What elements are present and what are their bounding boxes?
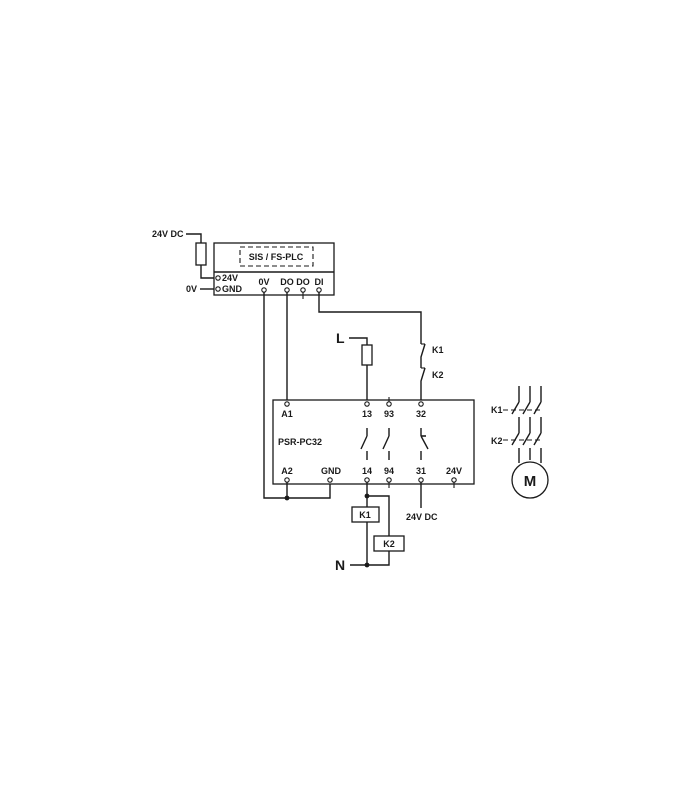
junction-n xyxy=(364,562,370,568)
relay-a1-terminal xyxy=(284,401,290,407)
relay-a1-label: A1 xyxy=(281,409,293,419)
relay-24vdc-out-label: 24V DC xyxy=(406,512,438,522)
line-l-label: L xyxy=(336,330,345,346)
feedback-contact-k2: K2 xyxy=(420,366,444,402)
plc-title: SIS / FS-PLC xyxy=(249,252,304,262)
relay-gnd-label: GND xyxy=(321,466,342,476)
psr-relay-module: PSR-PC32 A1 13 93 32 A2 GND 14 94 31 24V xyxy=(272,397,475,488)
plc-0v-terminal xyxy=(261,287,267,293)
plc-do1-terminal xyxy=(284,287,290,293)
supply-0v-group: 0V xyxy=(186,284,216,294)
relay-model-label: PSR-PC32 xyxy=(278,437,322,447)
contact-13-14 xyxy=(360,428,368,460)
coil-k1-label: K1 xyxy=(359,510,371,520)
main-k2-label: K2 xyxy=(491,436,503,446)
plc-24v-terminal xyxy=(215,275,221,281)
wire-14-to-k2 xyxy=(367,495,390,536)
wire-k2-to-n xyxy=(350,551,390,566)
motor-circuit: K1 K2 M xyxy=(491,386,549,499)
feedback-k1-label: K1 xyxy=(432,345,444,355)
relay-13-label: 13 xyxy=(362,409,372,419)
contact-31-32 xyxy=(420,428,429,460)
relay-14-terminal xyxy=(364,477,370,483)
relay-a2-terminal xyxy=(284,477,290,483)
plc-0v-label: 0V xyxy=(258,277,269,287)
line-fuse xyxy=(361,344,373,366)
relay-31-label: 31 xyxy=(416,466,426,476)
wire-0v-to-a2-gnd xyxy=(263,292,331,499)
coil-k2-label: K2 xyxy=(383,539,395,549)
relay-13-terminal xyxy=(364,401,370,407)
plc-box xyxy=(213,242,335,296)
relay-94-terminal xyxy=(386,477,392,483)
plc-di-label: DI xyxy=(315,277,324,287)
plc-gnd-label: GND xyxy=(222,284,243,294)
relay-24v-label: 24V xyxy=(446,466,462,476)
plc-di-terminal xyxy=(316,287,322,293)
plc-module: SIS / FS-PLC 24V GND 0V DO DO DI xyxy=(213,242,335,299)
supply-0v-label: 0V xyxy=(186,284,197,294)
coil-k1-box xyxy=(351,506,380,523)
plc-do2-terminal xyxy=(300,287,306,293)
relay-94-label: 94 xyxy=(384,466,394,476)
relay-box xyxy=(272,399,475,485)
relay-14-label: 14 xyxy=(362,466,372,476)
relay-32-terminal xyxy=(418,401,424,407)
relay-93-label: 93 xyxy=(384,409,394,419)
plc-do2-label: DO xyxy=(296,277,310,287)
relay-24v-terminal xyxy=(451,477,457,483)
relay-32-label: 32 xyxy=(416,409,426,419)
supply-24v-group: 24V DC xyxy=(152,229,216,279)
supply-fuse xyxy=(195,242,207,266)
coil-k2: K2 xyxy=(373,535,405,552)
main-k1-label: K1 xyxy=(491,405,503,415)
motor-label: M xyxy=(524,473,537,490)
relay-a2-label: A2 xyxy=(281,466,293,476)
coil-k1: K1 xyxy=(351,506,380,523)
relay-31-terminal xyxy=(418,477,424,483)
plc-title-frame xyxy=(239,246,314,267)
feedback-k2-label: K2 xyxy=(432,370,444,380)
feedback-contact-k1: K1 xyxy=(420,342,444,366)
motor-symbol xyxy=(511,461,549,499)
plc-24v-label: 24V xyxy=(222,273,238,283)
wire-di-feedback xyxy=(318,292,422,342)
neutral-n-label: N xyxy=(335,557,345,573)
line-l-group: L xyxy=(336,330,373,402)
supply-24v-label: 24V DC xyxy=(152,229,184,239)
plc-gnd-terminal xyxy=(215,286,221,292)
relay-gnd-terminal xyxy=(327,477,333,483)
contact-93-94 xyxy=(382,428,390,460)
plc-do1-label: DO xyxy=(280,277,294,287)
relay-93-terminal xyxy=(386,401,392,407)
